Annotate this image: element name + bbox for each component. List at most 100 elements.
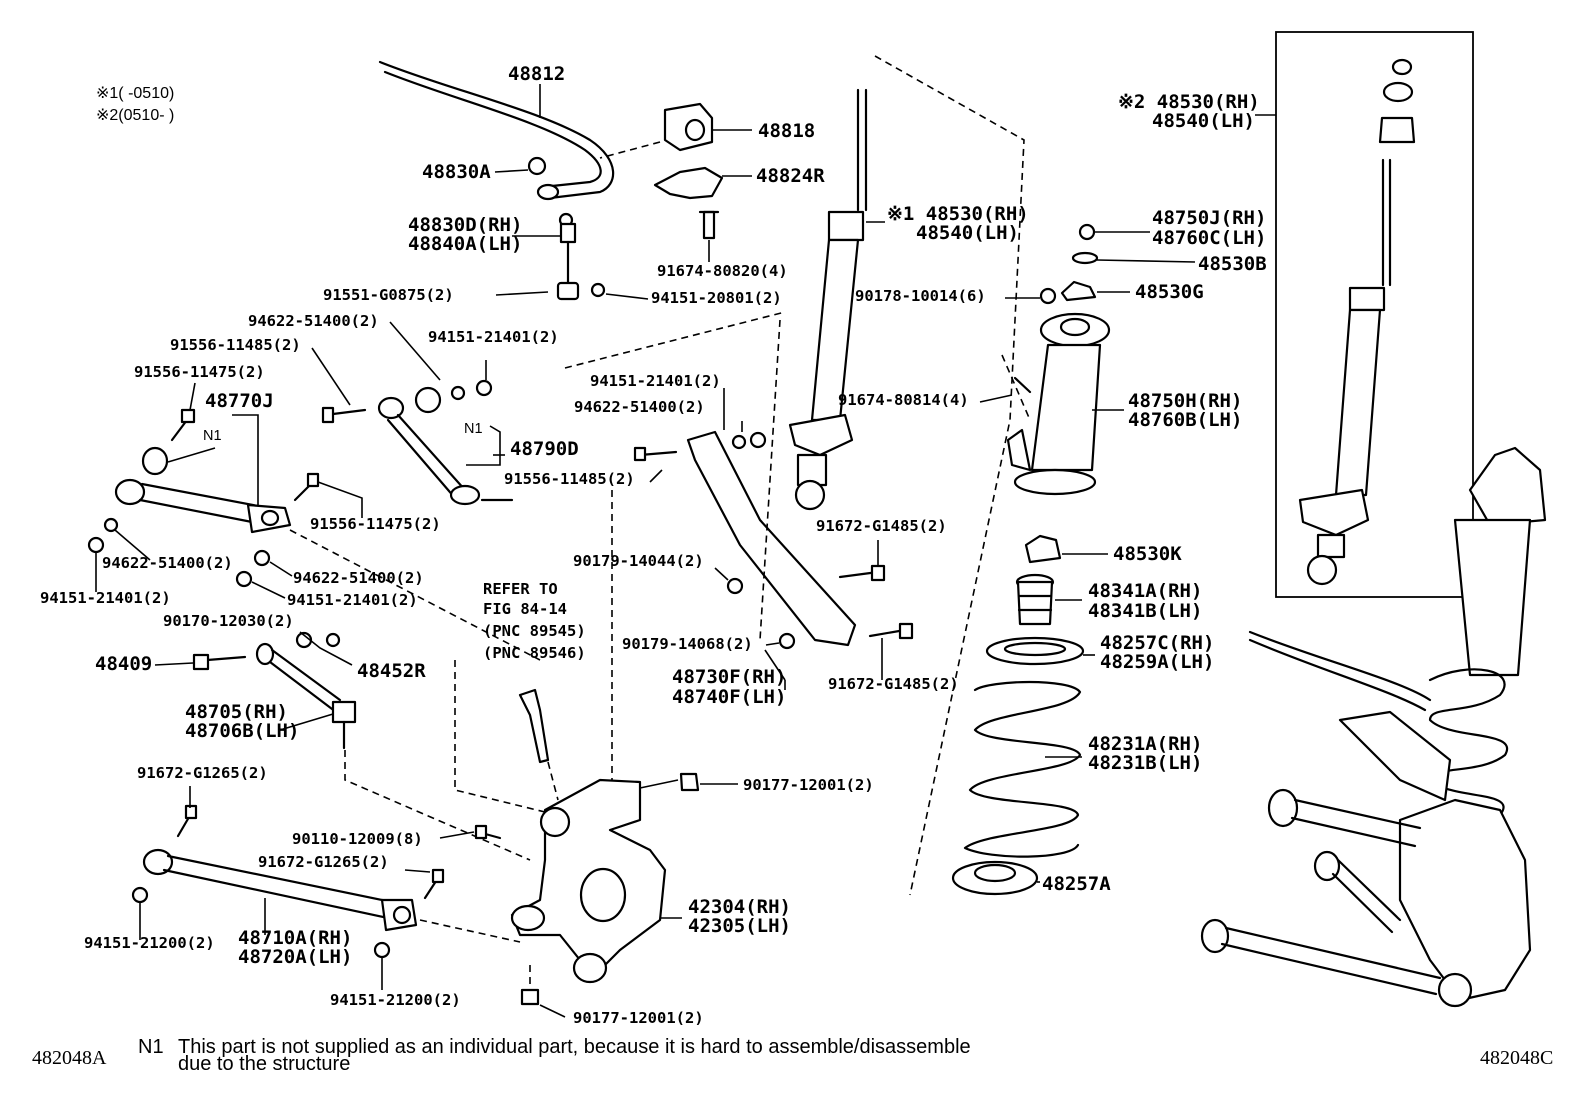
part-label-48830A: 48830A — [422, 161, 491, 183]
stabilizer-link — [556, 212, 580, 301]
part-label-94622-51400-d: 94622-51400(2) — [293, 569, 424, 587]
part-label-90170-12030: 90170-12030(2) — [163, 612, 294, 630]
legend-row-2: ※2(0510- ) — [96, 107, 174, 124]
footnote-line-1: This part is not supplied as an individu… — [178, 1036, 971, 1058]
part-label-48530G: 48530G — [1135, 281, 1204, 303]
part-label-94151-21401-d: 94151-21401(2) — [287, 591, 418, 609]
part-label-48231B: 48231B(LH) — [1088, 752, 1202, 774]
part-label-48720A: 48720A(LH) — [238, 946, 352, 968]
lower-arm-48710a — [142, 848, 418, 932]
part-label-94151-21401-b: 94151-21401(2) — [590, 372, 721, 390]
part-label-94151-21200-a: 94151-21200(2) — [84, 934, 215, 952]
part-label-48830D: 48830D(RH) — [408, 214, 522, 236]
coil-spring — [963, 680, 1082, 858]
inset-strut — [1298, 58, 1416, 586]
part-label-42304: 42304(RH) — [688, 896, 791, 918]
part-label-90177-12001-a: 90177-12001(2) — [743, 776, 874, 794]
footnote-marker: N1 — [138, 1036, 164, 1058]
part-label-48710A: 48710A(RH) — [238, 927, 352, 949]
part-label-48818: 48818 — [758, 120, 815, 142]
part-label-90110-12009: 90110-12009(8) — [292, 830, 423, 848]
part-label-48705: 48705(RH) — [185, 701, 288, 723]
part-label-94622-51400-b: 94622-51400(2) — [574, 398, 705, 416]
part-label-N1-b: N1 — [464, 421, 483, 437]
part-label-90177-12001-b: 90177-12001(2) — [573, 1009, 704, 1027]
part-labels: 48812 48818 48830A 48824R 48830D(RH)48840A(L… — [40, 63, 1267, 1027]
knuckle — [510, 778, 667, 984]
legend-row-1: ※1( -0510) — [96, 85, 174, 102]
part-label-94151-20801: 94151-20801(2) — [651, 289, 782, 307]
part-label-42305: 42305(LH) — [688, 915, 791, 937]
upper-arm — [377, 396, 481, 506]
part-label-90178-10014: 90178-10014(6) — [855, 287, 986, 305]
lower-control-arm — [686, 430, 857, 647]
part-label-94151-21200-b: 94151-21200(2) — [330, 991, 461, 1009]
part-label-N1-a: N1 — [203, 428, 222, 444]
part-label-94622-51400-a: 94622-51400(2) — [248, 312, 379, 330]
part-label-48812: 48812 — [508, 63, 565, 85]
bump-stopper — [1015, 573, 1055, 626]
inset-box — [1275, 31, 1474, 598]
part-label-91556-11475-b: 91556-11475(2) — [310, 515, 441, 533]
assembled-view — [1200, 446, 1547, 1008]
part-label-91672-G1265-b: 91672-G1265(2) — [258, 853, 389, 871]
part-label-91672-G1485-a: 91672-G1485(2) — [816, 517, 947, 535]
part-label-refer3: (PNC 89545) — [483, 622, 586, 640]
part-label-48530-rh-1: ※1 48530(RH) — [887, 203, 1029, 225]
part-label-48750J: 48750J(RH) — [1152, 207, 1266, 229]
part-label-90179-14044: 90179-14044(2) — [573, 552, 704, 570]
part-label-91551-G0875: 91551-G0875(2) — [323, 286, 454, 304]
part-label-refer1: REFER TO — [483, 580, 558, 598]
bolt-91674-80820 — [698, 210, 720, 240]
part-label-48824R: 48824R — [756, 165, 825, 187]
stabilizer-bushing — [663, 102, 714, 152]
part-label-91674-80820: 91674-80820(4) — [657, 262, 788, 280]
part-label-48259A: 48259A(LH) — [1100, 651, 1214, 673]
part-label-48341A: 48341A(RH) — [1088, 580, 1202, 602]
part-label-48257A: 48257A — [1042, 873, 1111, 895]
part-label-91674-80814: 91674-80814(4) — [838, 391, 969, 409]
abs-sensor — [518, 688, 550, 764]
part-label-91556-11485-a: 91556-11485(2) — [170, 336, 301, 354]
part-label-48257C: 48257C(RH) — [1100, 632, 1214, 654]
part-label-91672-G1265-a: 91672-G1265(2) — [137, 764, 268, 782]
part-label-48840A: 48840A(LH) — [408, 233, 522, 255]
part-label-48540-lh-1: 48540(LH) — [916, 222, 1019, 244]
stabilizer-bracket — [653, 166, 724, 200]
part-label-48540-lh-2: 48540(LH) — [1152, 110, 1255, 132]
diagram-code-left: 482048A — [32, 1047, 107, 1069]
part-label-48231A: 48231A(RH) — [1088, 733, 1202, 755]
part-label-refer2: FIG 84-14 — [483, 600, 567, 618]
part-label-94622-51400-c: 94622-51400(2) — [102, 554, 233, 572]
link-48452r — [255, 642, 357, 750]
footnote-line-2: due to the structure — [178, 1053, 350, 1075]
diagram-code-right: 482048C — [1480, 1047, 1553, 1069]
part-label-94151-21401-c: 94151-21401(2) — [40, 589, 171, 607]
part-label-48790D: 48790D — [510, 438, 579, 460]
part-label-48530B: 48530B — [1198, 253, 1267, 275]
shock-absorber-center — [788, 88, 868, 511]
trailing-arm-48770j — [114, 478, 292, 534]
part-label-48530K: 48530K — [1113, 543, 1182, 565]
part-label-48341B: 48341B(LH) — [1088, 600, 1202, 622]
part-label-48760B: 48760B(LH) — [1128, 409, 1242, 431]
part-label-91556-11485-b: 91556-11485(2) — [504, 470, 635, 488]
part-label-48530-rh-2: ※2 48530(RH) — [1118, 91, 1260, 113]
part-label-90179-14068: 90179-14068(2) — [622, 635, 753, 653]
part-label-48740F: 48740F(LH) — [672, 686, 786, 708]
part-label-48409: 48409 — [95, 653, 152, 675]
part-label-48770J: 48770J — [205, 390, 274, 412]
part-label-48760C: 48760C(LH) — [1152, 227, 1266, 249]
part-label-refer4: (PNC 89546) — [483, 644, 586, 662]
part-label-91556-11475-a: 91556-11475(2) — [134, 363, 265, 381]
part-label-48750H: 48750H(RH) — [1128, 390, 1242, 412]
part-label-91672-G1485-b: 91672-G1485(2) — [828, 675, 959, 693]
spring-bracket — [1006, 312, 1111, 496]
nut-48830a — [527, 156, 547, 176]
part-label-48730F: 48730F(RH) — [672, 666, 786, 688]
part-label-48452R: 48452R — [357, 660, 426, 682]
part-label-94151-21401-a: 94151-21401(2) — [428, 328, 559, 346]
part-label-48706B: 48706B(LH) — [185, 720, 299, 742]
